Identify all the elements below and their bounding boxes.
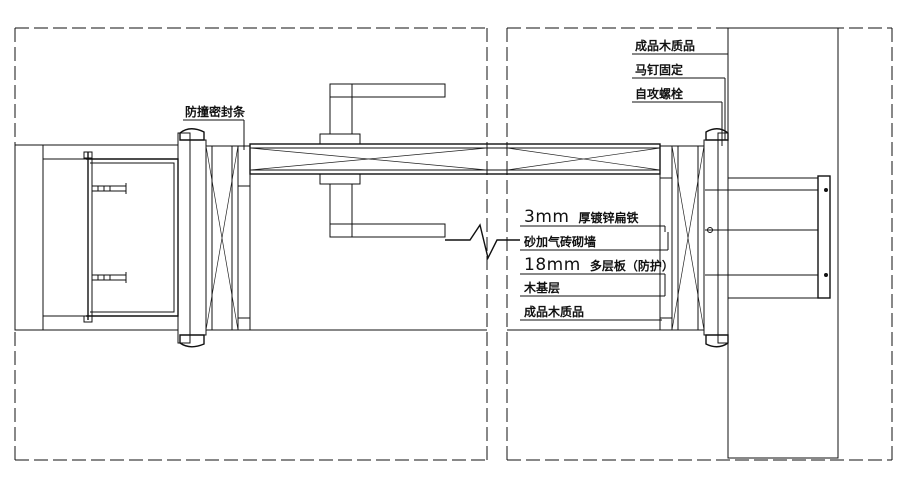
dashed-boundary <box>14 27 893 461</box>
label-plywood-size: 18mm <box>524 255 581 275</box>
label-galvanized-iron-text: 厚镀锌扁铁 <box>579 210 639 225</box>
label-nail-fix: 马钉固定 <box>635 62 683 77</box>
label-plywood-text: 多层板（防护） <box>590 258 674 273</box>
right-door-jamb <box>659 128 729 348</box>
door-leaf <box>249 143 661 331</box>
label-aerated-block-wall: 砂加气砖砌墙 <box>523 234 596 249</box>
label-wood-base-layer: 木基层 <box>523 280 560 295</box>
lever-handle <box>319 83 446 238</box>
annotations: 成品木质品 马钉固定 自攻螺栓 防撞密封条 3mm 厚镀锌扁铁 砂加气砖砌墙 1… <box>185 38 695 319</box>
label-galvanized-iron-size: 3mm <box>524 207 569 227</box>
label-self-tap-bolt: 自攻螺栓 <box>635 86 683 101</box>
right-wall <box>705 27 839 459</box>
label-finished-wood-top: 成品木质品 <box>635 38 695 53</box>
left-door-jamb <box>177 128 251 348</box>
label-finished-wood-bottom: 成品木质品 <box>524 304 584 319</box>
leader-lines <box>183 53 729 321</box>
label-plywood: 18mm 多层板（防护） <box>524 255 674 275</box>
label-anti-collision-strip: 防撞密封条 <box>185 104 246 119</box>
left-wall <box>14 144 179 331</box>
label-galvanized-iron: 3mm 厚镀锌扁铁 <box>524 207 639 227</box>
